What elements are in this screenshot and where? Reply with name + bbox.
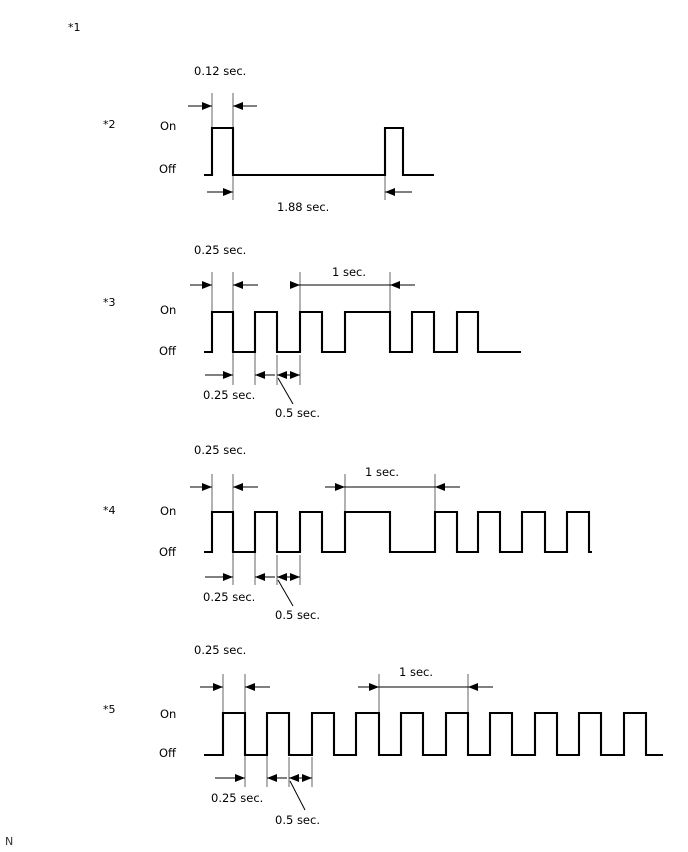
waveform-label-star-2: *2 <box>103 118 116 131</box>
dimension-text-05-sec-wf5: 0.5 sec. <box>275 813 320 827</box>
axis-label-on-wf3: On <box>160 303 177 317</box>
waveform-label-star-4: *4 <box>103 504 116 517</box>
dimension-text-025-sec-top-wf4: 0.25 sec. <box>194 443 247 457</box>
dimension-text-188-sec: 1.88 sec. <box>277 200 330 214</box>
dimension-text-025-sec-bottom-wf3: 0.25 sec. <box>203 388 256 402</box>
axis-label-off-wf4: Off <box>159 545 176 559</box>
axis-label-on-wf5: On <box>160 707 177 721</box>
dimension-text-012-sec: 0.12 sec. <box>194 64 247 78</box>
waveform-label-star-5: *5 <box>103 703 116 716</box>
axis-label-on-wf2: On <box>160 119 177 133</box>
corner-mark-n: N <box>5 835 14 848</box>
dimension-text-025-sec-bottom-wf4: 0.25 sec. <box>203 590 256 604</box>
dimension-text-1-sec-wf5: 1 sec. <box>399 665 434 679</box>
dimension-text-025-sec-top-wf5: 0.25 sec. <box>194 643 247 657</box>
dimension-text-1-sec-wf4: 1 sec. <box>365 465 400 479</box>
dimension-text-025-sec-bottom-wf5: 0.25 sec. <box>211 791 264 805</box>
dimension-text-025-sec-top-wf3: 0.25 sec. <box>194 243 247 257</box>
dimension-text-1-sec-wf3: 1 sec. <box>332 265 367 279</box>
note-star-1: *1 <box>68 21 81 34</box>
axis-label-off-wf2: Off <box>159 162 176 176</box>
dimension-text-05-sec-wf3: 0.5 sec. <box>275 406 320 420</box>
dimension-text-05-sec-wf4: 0.5 sec. <box>275 608 320 622</box>
axis-label-on-wf4: On <box>160 504 177 518</box>
axis-label-off-wf3: Off <box>159 344 176 358</box>
axis-label-off-wf5: Off <box>159 746 176 760</box>
waveform-label-star-3: *3 <box>103 296 116 309</box>
